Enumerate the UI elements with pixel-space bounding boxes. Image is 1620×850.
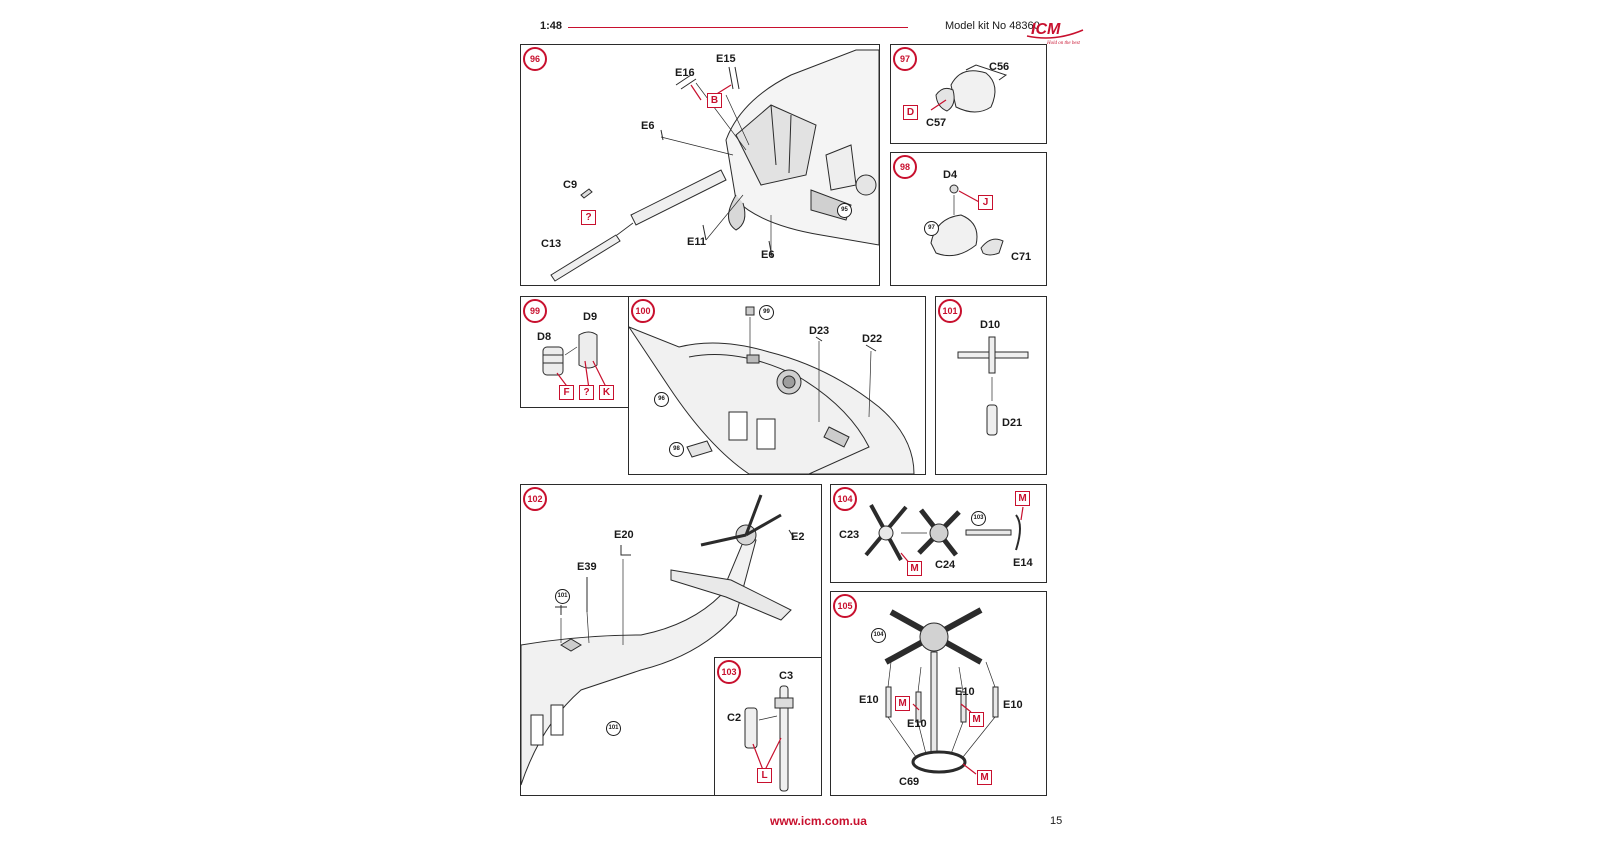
step-105-drawing <box>884 607 999 775</box>
step-96-panel: 96 E16 E15 E6 C9 C13 E11 E6 B ? 95 <box>520 44 880 286</box>
paint-ref-j: J <box>978 195 993 210</box>
part-label-c3: C3 <box>779 670 794 682</box>
part-label-c56: C56 <box>989 61 1010 73</box>
step-ref-97: 97 <box>924 221 939 236</box>
paint-ref-m-b: M <box>1015 491 1030 506</box>
step-ref-103: 103 <box>971 511 986 526</box>
step-105-panel: 105 E10 E10 E10 E10 C69 M M M 104 <box>830 591 1047 796</box>
paint-ref-k: K <box>599 385 614 400</box>
step-98-drawing <box>930 184 1004 257</box>
step-98-number: 98 <box>893 155 917 179</box>
part-label-e11: E11 <box>687 236 706 248</box>
part-label-e15: E15 <box>716 53 736 65</box>
step-97-number: 97 <box>893 47 917 71</box>
part-label-e2: E2 <box>791 531 805 543</box>
part-label-c69: C69 <box>899 776 920 788</box>
logo-text: ICM <box>1031 21 1061 38</box>
step-103-drawing <box>744 685 794 792</box>
part-label-e14: E14 <box>1013 557 1033 569</box>
part-label-e16: E16 <box>675 67 695 79</box>
paint-ref-f: F <box>559 385 574 400</box>
logo-tagline: Hold on the best <box>1046 41 1081 46</box>
step-96-number: 96 <box>523 47 547 71</box>
part-label-c57: C57 <box>926 117 947 129</box>
step-97-panel: 97 C56 C57 D <box>890 44 1047 144</box>
step-ref-101-b: 101 <box>606 721 621 736</box>
step-105-number: 105 <box>833 594 857 618</box>
step-97-drawing <box>930 64 1008 113</box>
paint-ref-m-1: M <box>895 696 910 711</box>
part-label-e20: E20 <box>614 529 634 541</box>
paint-ref-unknown: ? <box>581 210 596 225</box>
icm-logo: ICM Hold on the best <box>1025 16 1085 46</box>
step-99-number: 99 <box>523 299 547 323</box>
paint-ref-m-2: M <box>969 712 984 727</box>
instruction-page: 1:48 Model kit No 48360 ICM Hold on the … <box>520 14 1100 850</box>
step-102-drawing <box>521 494 795 786</box>
step-101-drawing <box>957 336 1029 436</box>
step-ref-104: 104 <box>871 628 886 643</box>
scale-label: 1:48 <box>540 20 563 32</box>
step-103-number: 103 <box>717 660 741 684</box>
step-99-drawing <box>542 331 608 390</box>
part-label-c13: C13 <box>541 238 562 250</box>
paint-ref-d: D <box>903 105 918 120</box>
part-label-c71: C71 <box>1011 251 1032 263</box>
part-label-d22: D22 <box>862 333 883 345</box>
step-96-drawing <box>550 49 879 282</box>
part-label-d21: D21 <box>1002 417 1023 429</box>
part-label-d4: D4 <box>943 169 958 181</box>
step-100-drawing <box>629 306 915 474</box>
step-100-number: 100 <box>631 299 655 323</box>
paint-ref-m-3: M <box>977 770 992 785</box>
step-ref-101-a: 101 <box>555 589 570 604</box>
step-ref-98: 98 <box>669 442 684 457</box>
paint-ref-unknown-99: ? <box>579 385 594 400</box>
step-104-drawing <box>864 504 1024 566</box>
header-rule <box>568 27 908 28</box>
part-label-e39: E39 <box>577 561 597 573</box>
step-104-panel: 104 C23 C24 E14 M M 103 <box>830 484 1047 583</box>
step-101-number: 101 <box>938 299 962 323</box>
step-100-panel: 100 D23 D22 99 96 98 <box>628 296 926 475</box>
step-102-number: 102 <box>523 487 547 511</box>
part-label-e6-top: E6 <box>641 120 655 132</box>
step-ref-95: 95 <box>837 203 852 218</box>
part-label-e10-d: E10 <box>1003 699 1023 711</box>
part-label-c24: C24 <box>935 559 956 571</box>
part-label-d9: D9 <box>583 311 598 323</box>
part-label-c23: C23 <box>839 529 860 541</box>
part-label-c9: C9 <box>563 179 578 191</box>
website-link[interactable]: www.icm.com.ua <box>770 814 867 828</box>
step-101-panel: 101 D10 D21 <box>935 296 1047 475</box>
paint-ref-l: L <box>757 768 772 783</box>
step-104-number: 104 <box>833 487 857 511</box>
step-ref-96: 96 <box>654 392 669 407</box>
part-label-d8: D8 <box>537 331 552 343</box>
step-ref-99: 99 <box>759 305 774 320</box>
step-103-panel: 103 C3 C2 L <box>714 657 822 796</box>
part-label-e10-c: E10 <box>955 686 975 698</box>
part-label-d23: D23 <box>809 325 830 337</box>
paint-ref-b: B <box>707 93 722 108</box>
part-label-e6-bottom: E6 <box>761 249 775 261</box>
part-label-e10-a: E10 <box>859 694 879 706</box>
part-label-e10-b: E10 <box>907 718 927 730</box>
step-99-panel: 99 D9 D8 F ? K <box>520 296 632 408</box>
part-label-c2: C2 <box>727 712 742 724</box>
kit-number: Model kit No 48360 <box>945 20 1040 32</box>
step-98-panel: 98 D4 C71 J 97 <box>890 152 1047 286</box>
paint-ref-m-a: M <box>907 561 922 576</box>
part-label-d10: D10 <box>980 319 1001 331</box>
page-number: 15 <box>1050 815 1063 827</box>
